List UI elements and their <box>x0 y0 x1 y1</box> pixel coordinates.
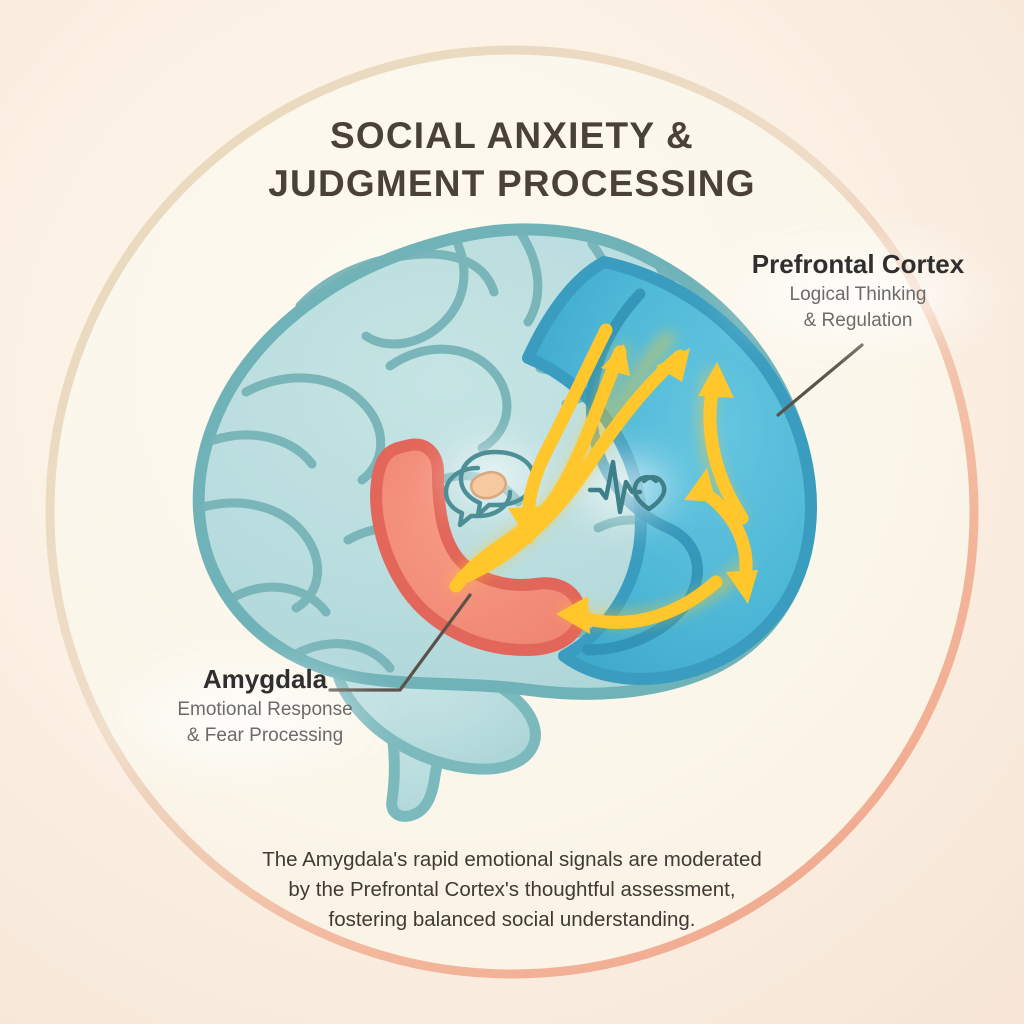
arrow-cortex-to-amygdala-return-head <box>556 596 590 634</box>
signal-arrows <box>449 323 758 634</box>
arrow-cortex-down-to-amygdala <box>521 323 613 527</box>
arrow-cortex-down-to-amygdala-head <box>508 506 552 545</box>
circle-frame-ring <box>45 45 979 979</box>
arrow-cortex-internal-up <box>703 375 749 525</box>
arrow-cortex-lower-loop-head-bottom <box>726 570 758 604</box>
arrow-cortex-to-amygdala-return <box>571 575 723 629</box>
arrow-amygdala-to-cortex-mid <box>455 349 687 585</box>
arrow-cortex-internal-up-head <box>698 362 734 398</box>
prefrontal-cortex-inner-fold <box>582 288 703 656</box>
arrow-cortex-lower-loop-head-top <box>684 468 716 502</box>
arrow-amygdala-to-cortex-upper <box>449 345 627 593</box>
amy-text-halo <box>90 654 390 782</box>
arrow-amygdala-to-cortex-upper-head <box>601 344 630 376</box>
arrow-amygdala-to-cortex-mid-head <box>656 348 690 382</box>
heartbeat-heart-icon <box>587 459 667 515</box>
pfc-text-halo <box>710 233 1006 357</box>
